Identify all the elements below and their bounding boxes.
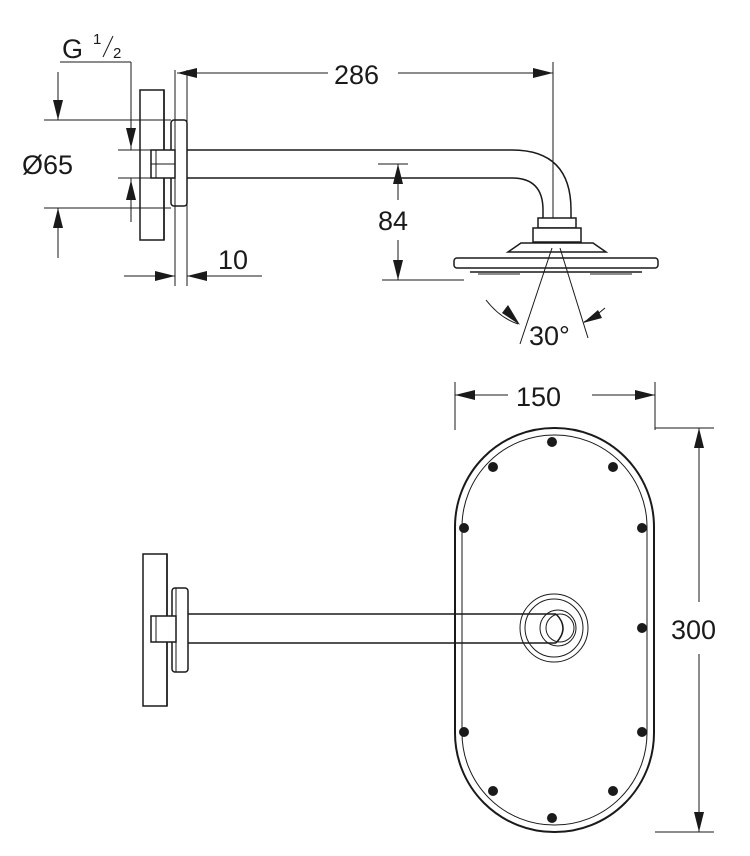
wall-connector-side [150,149,176,179]
screw-dot [608,462,618,472]
thread-numerator: 1 [93,31,101,48]
flange-depth-label: 10 [218,245,248,275]
tilt-angle-dimension: 30° [485,247,606,351]
screw-dot [488,786,498,796]
flange-depth-dimension: 10 [124,245,262,281]
screw-dot [547,437,557,447]
plate-height-dimension: 300 [655,427,716,833]
arm-connector-front [519,593,589,663]
screw-dot [637,623,647,633]
shower-head-side [453,217,659,275]
screw-dot [547,813,557,823]
thread-g-label: G [62,34,83,64]
front-view: 150 300 [142,382,716,833]
drop-dimension: 84 [378,163,464,281]
tilt-angle-label: 30° [529,321,570,351]
wall-flange-side [170,70,188,286]
diameter-label: Ø65 [22,150,73,180]
plate-width-label: 150 [516,382,561,412]
shower-head-plate [454,427,655,833]
arm-length-dimension: 286 [177,60,554,218]
screw-dot [459,523,469,533]
side-view: G 1 2 Ø65 2 [22,31,659,351]
plate-height-label: 300 [671,615,716,645]
drop-label: 84 [378,206,408,236]
diameter-dimension: Ø65 [22,72,171,258]
screw-dot [488,462,498,472]
screw-dot [637,523,647,533]
wall-flange-front [150,587,189,673]
screw-dot [637,727,647,737]
screw-dot [608,786,618,796]
arm-length-label: 286 [334,60,379,90]
shower-arm-front [188,613,564,644]
thread-denominator: 2 [113,45,121,62]
shower-arm-side [187,149,572,220]
plate-width-dimension: 150 [454,382,656,430]
thread-dimension: G 1 2 [60,31,151,222]
screw-dots [459,437,647,823]
screw-dot [459,727,469,737]
